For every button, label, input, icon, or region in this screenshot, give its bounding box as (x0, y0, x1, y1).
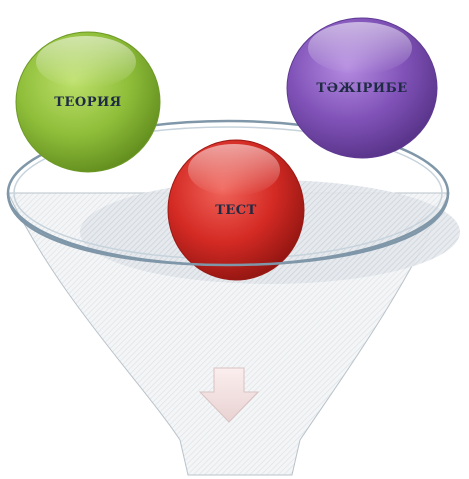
circle-tazhiribe: ТӘЖІРИБЕ (287, 18, 437, 158)
circle-teoriya: ТЕОРИЯ (16, 32, 160, 172)
label-tazhiribe: ТӘЖІРИБЕ (316, 81, 407, 96)
label-teoriya: ТЕОРИЯ (54, 95, 121, 110)
circle-test: ТЕСТ (168, 140, 304, 280)
label-test: ТЕСТ (215, 203, 257, 218)
